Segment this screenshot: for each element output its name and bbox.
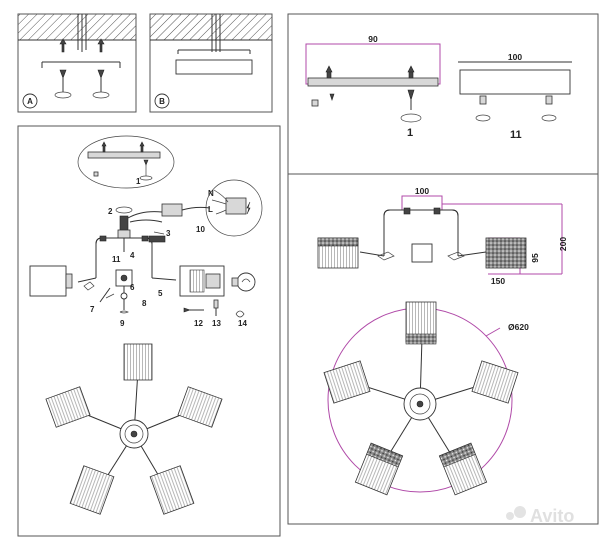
panel-a-label: A [27,97,33,106]
panel-b-badge [154,93,170,109]
wire-l-label: L [208,205,213,214]
dim-diameter: Ø620 [508,322,529,332]
part-label-2: 2 [108,207,113,216]
oval-callout-label: 1 [136,177,141,186]
dim-mount-90: 90 [368,34,378,44]
panel-b: B [149,13,273,113]
mount-callout-1: 1 [407,127,413,139]
part-label-4: 4 [130,251,135,260]
part-label-6: 6 [130,283,135,292]
part-label-12: 12 [194,319,203,328]
overall-dimension-panel: 100 200 95 150 Ø620 [287,173,599,525]
avito-watermark: Avito [506,506,574,526]
dim-height-200: 200 [558,237,568,251]
assembly-panel: 1 N L [17,125,281,537]
dim-cup-150: 150 [491,276,505,286]
panel-a: A [17,13,137,113]
panel-a-badge [22,93,38,109]
part-label-11: 11 [112,255,121,264]
part-label-13: 13 [212,319,221,328]
chandelier-view-left [45,343,223,515]
chandelier-view-right [323,301,519,496]
part-label-5: 5 [158,289,163,298]
part-label-9: 9 [120,319,125,328]
part-label-10: 10 [196,225,205,234]
mount-dimension-panel: 90 1 100 11 [287,13,599,175]
watermark-text: Avito [530,506,574,526]
panel-b-label: B [159,97,165,106]
mount-callout-11: 11 [510,129,522,141]
wire-n-label: N [208,189,214,198]
dim-height-95: 95 [530,253,540,263]
ceiling-cup [175,59,253,75]
part-label-3: 3 [166,229,171,238]
part-label-7: 7 [90,305,95,314]
part-label-14: 14 [238,319,247,328]
dim-cup-100: 100 [508,52,522,62]
part-label-8: 8 [142,299,147,308]
dim-arm-100: 100 [415,186,429,196]
